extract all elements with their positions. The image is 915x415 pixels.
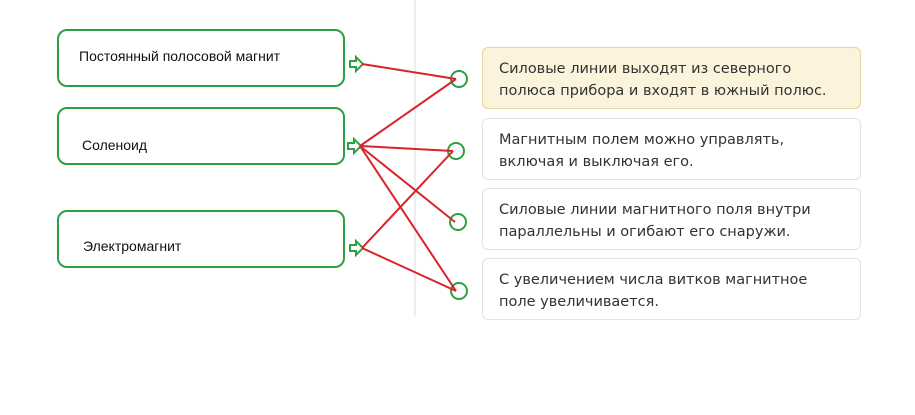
connection-line [361, 150, 454, 249]
left-item-label: Постоянный полосовой магнит [79, 48, 281, 64]
connection-line [359, 145, 454, 152]
left-item-label: Электромагнит [83, 238, 182, 254]
connection-line [359, 145, 457, 292]
right-item-3[interactable]: Силовые линии магнитного поля внутри пар… [482, 188, 861, 250]
left-item-bar-magnet[interactable]: Постоянный полосовой магнит [57, 29, 345, 87]
connection-line [361, 247, 457, 292]
right-item-2[interactable]: Магнитным полем можно управлять, включая… [482, 118, 861, 180]
column-divider [414, 0, 416, 316]
right-item-4[interactable]: С увеличением числа витков магнитное пол… [482, 258, 861, 320]
connection-line [359, 78, 457, 147]
connector-arrow-icon[interactable] [347, 136, 363, 156]
left-item-solenoid[interactable]: Соленоид [57, 107, 345, 165]
connection-line [359, 145, 456, 223]
connector-arrow-icon[interactable] [349, 54, 365, 74]
left-item-label: Соленоид [82, 137, 148, 153]
connection-line [361, 63, 457, 80]
connector-circle[interactable] [449, 213, 467, 231]
right-item-1[interactable]: Силовые линии выходят из северного полюс… [482, 47, 861, 109]
connector-arrow-icon[interactable] [349, 238, 365, 258]
connector-circle[interactable] [450, 282, 468, 300]
left-item-electromagnet[interactable]: Электромагнит [57, 210, 345, 268]
